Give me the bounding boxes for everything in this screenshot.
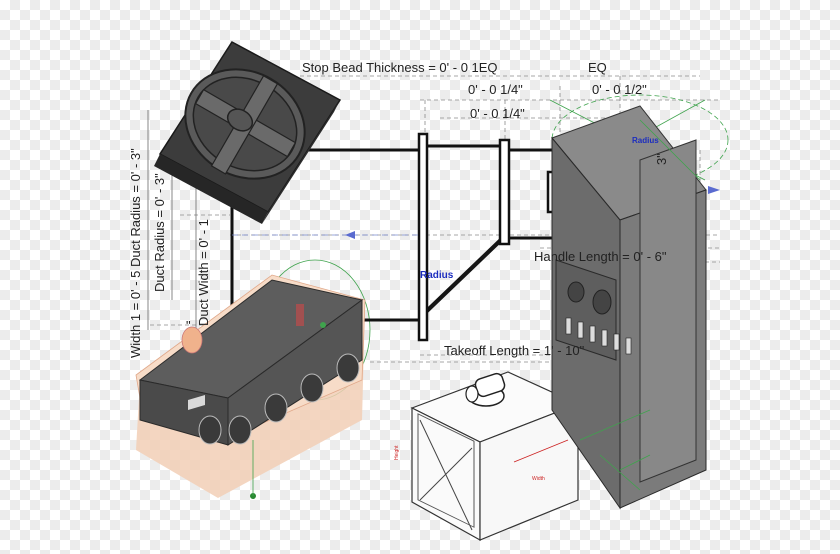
takeoff-flange (417, 132, 429, 342)
quarter-inch-label-b: 0' - 0 1/4" (470, 106, 525, 121)
eq-label: EQ (588, 60, 607, 75)
takeoff-length-label: Takeoff Length = 1' - 10" (444, 343, 585, 358)
collar-ring (498, 138, 511, 246)
radius-label-mid: Radius (420, 270, 454, 281)
handle-length-label: Handle Length = 0' - 6" (534, 249, 667, 264)
annotations: Stop Bead Thickness = 0' - 0 1EQ EQ 0' -… (128, 60, 669, 358)
radius-label-top: Radius (632, 136, 659, 145)
stop-bead-label: Stop Bead Thickness = 0' - 0 1EQ (302, 60, 498, 75)
width-duct-radius-label: Width 1 = 0' - 5 Duct Radius = 0' - 3" (128, 148, 143, 358)
plenum-box-3d (135, 274, 366, 499)
right-dimension-label: 3" (654, 153, 669, 165)
unit-height-label: Height (394, 445, 400, 460)
exhaust-fan-icon (154, 41, 342, 224)
duct-radius-label: Duct Radius = 0' - 3" (152, 173, 167, 292)
quarter-inch-label-a: 0' - 0 1/4" (468, 82, 523, 97)
duct-width-label: Duct Width = 0' - 1 (196, 219, 211, 326)
takeoff-diagonal (426, 241, 501, 313)
spigot-collars (198, 353, 360, 445)
unit-width-label: Width (532, 476, 545, 482)
unit-heater-motor (465, 372, 506, 407)
unit-heater-3d: Width Height (394, 371, 580, 542)
quote-mark-label: " (186, 318, 191, 333)
half-inch-label: 0' - 0 1/2" (592, 82, 647, 97)
control-cabinet-3d (551, 105, 707, 510)
